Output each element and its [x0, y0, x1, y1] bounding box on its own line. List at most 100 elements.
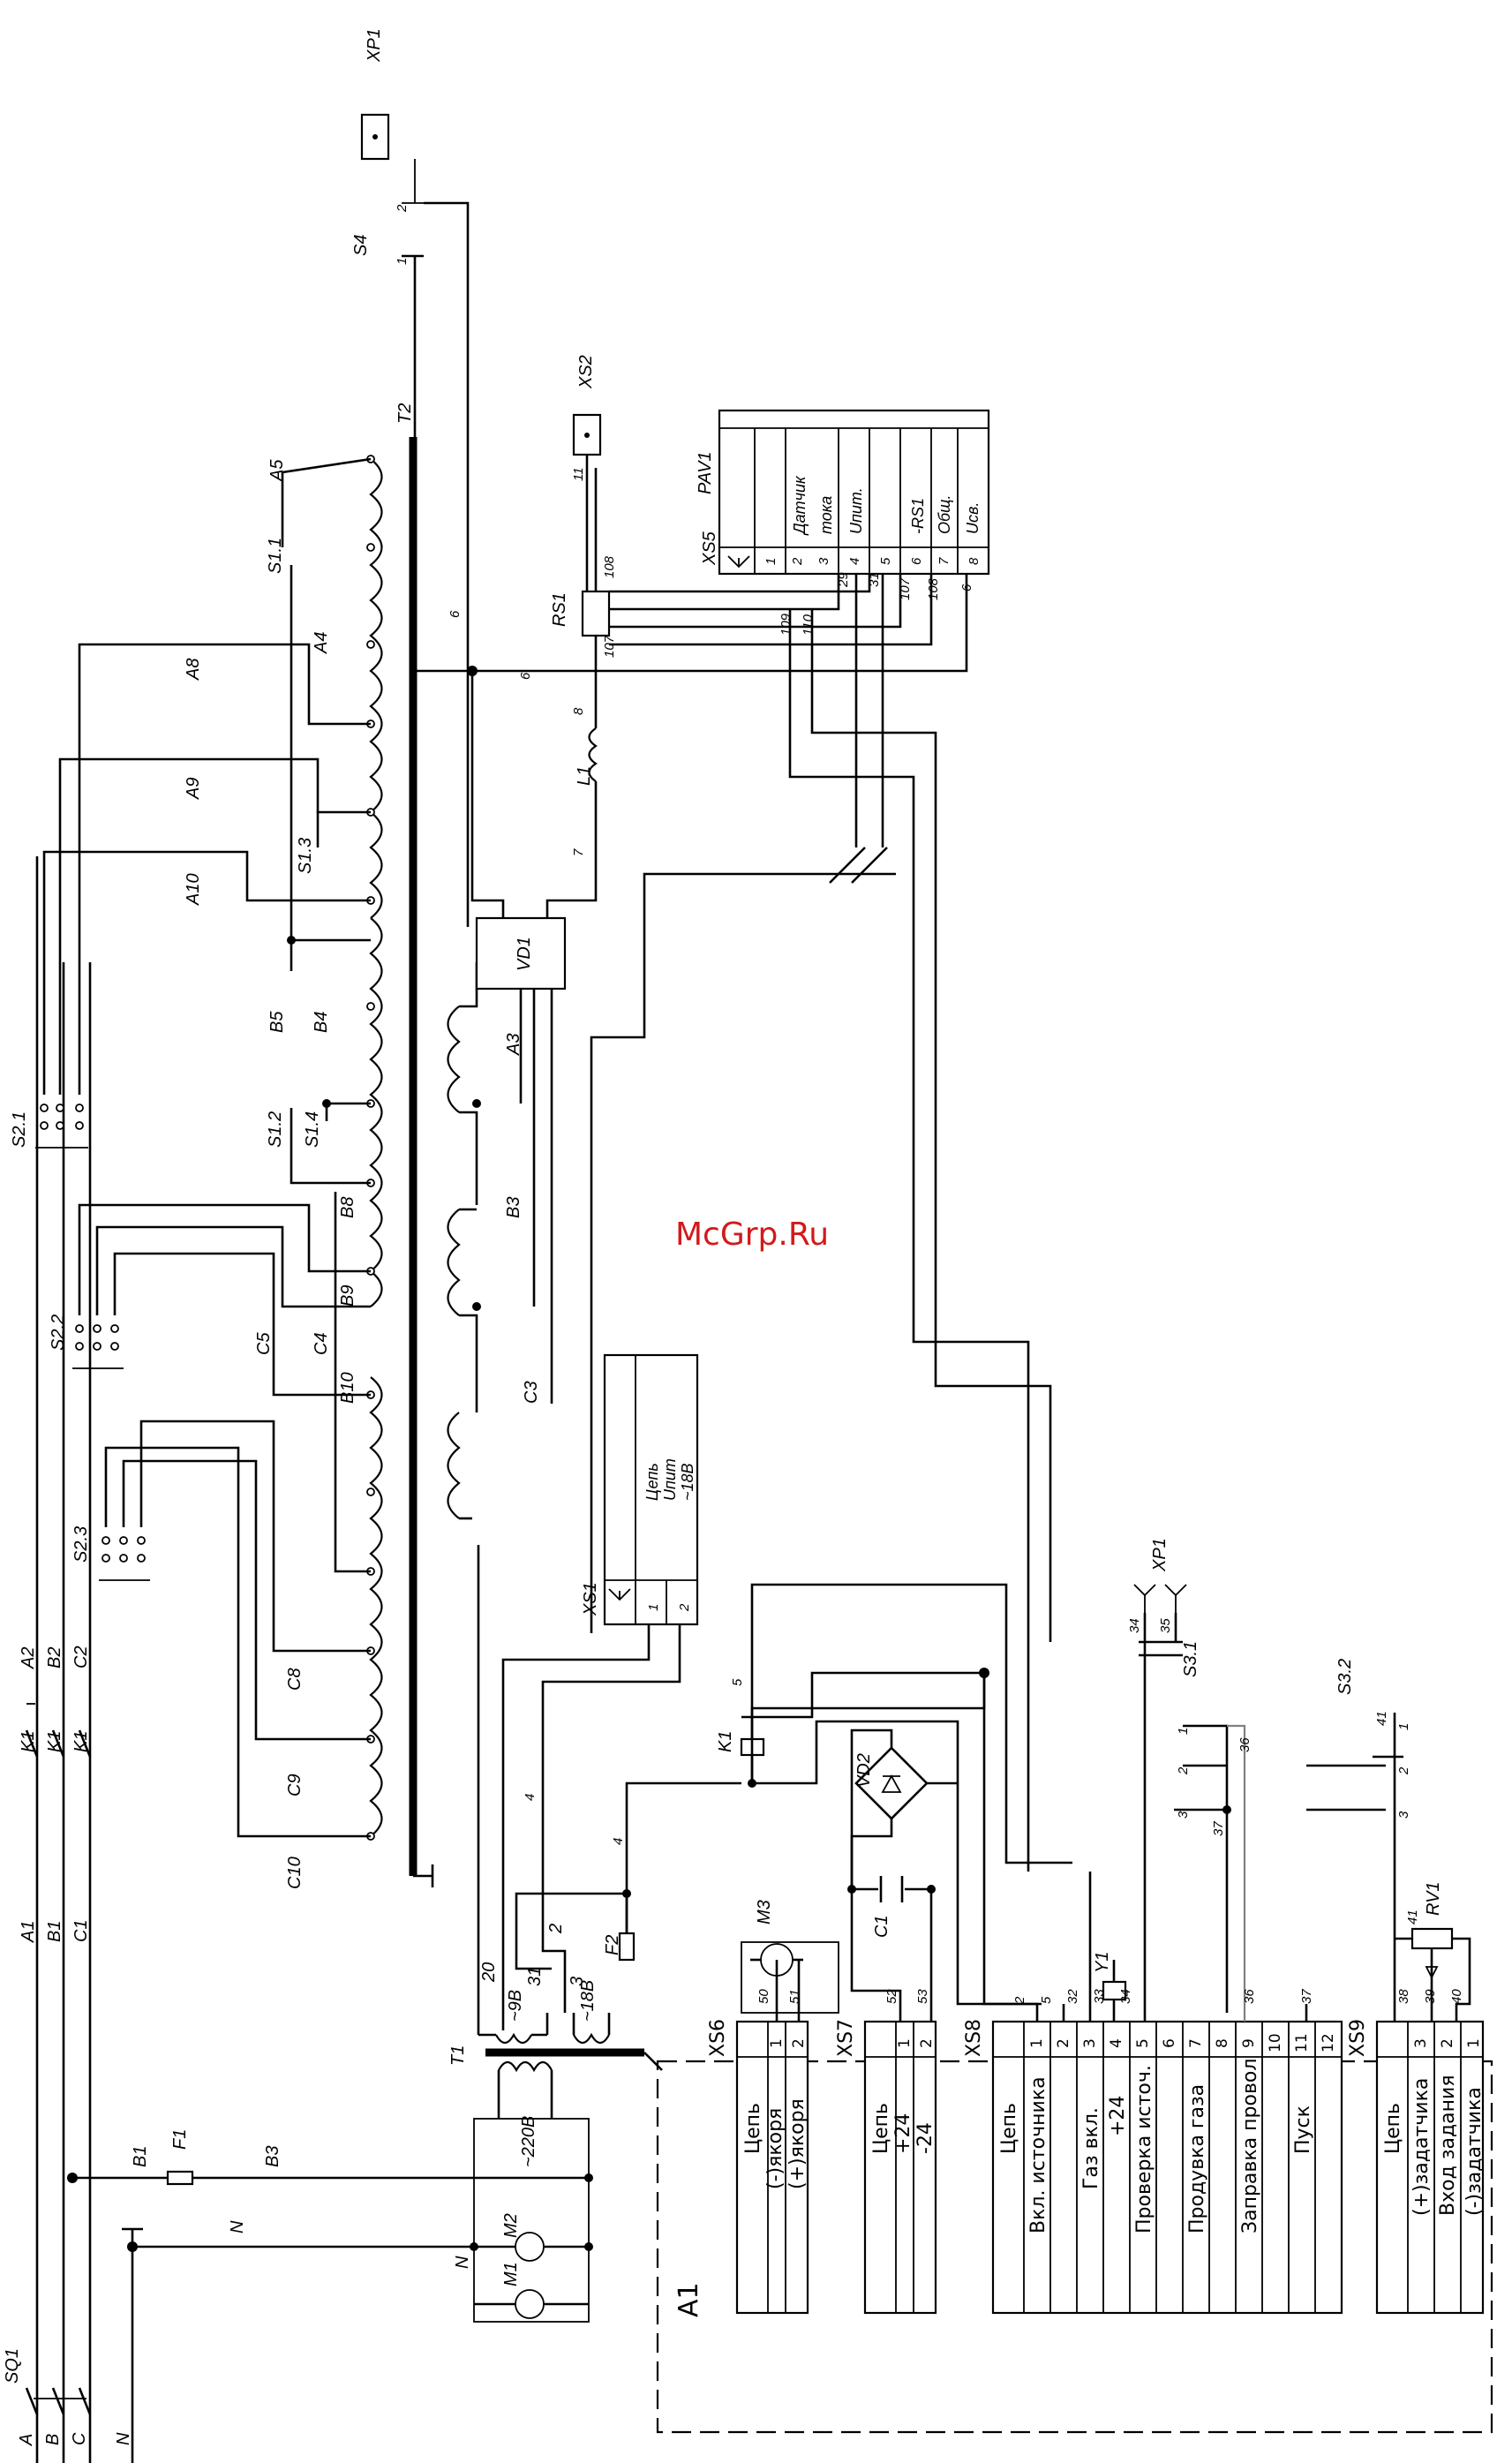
valve-y1 — [1102, 1960, 1127, 2013]
xs8-table — [991, 2020, 1343, 2315]
pav1-row-3: тока — [817, 496, 835, 534]
s31-pin-1: 1 — [1176, 1728, 1191, 1735]
xs8-row-5: Проверка источ. — [1133, 2065, 1155, 2233]
tap-b10: B10 — [338, 1372, 357, 1404]
tap-a9: A9 — [184, 778, 203, 800]
pav1-pin-6: 6 — [909, 557, 924, 565]
f1-label: F1 — [170, 2129, 190, 2150]
b3-supply-label: B3 — [263, 2146, 282, 2167]
fuse-f1 — [166, 2170, 194, 2186]
s4-label: S4 — [351, 235, 371, 256]
pav1-connector: XS5 — [700, 531, 719, 566]
t1-220v-label: ~220B — [519, 2116, 538, 2167]
wire-108-label: 108 — [602, 555, 617, 578]
module-a1 — [656, 2060, 1493, 2434]
pav1-pin-4: 4 — [847, 558, 862, 565]
wire-110-label: 110 — [801, 614, 816, 636]
xs8-row-1: Вкл. источника — [1027, 2076, 1049, 2233]
tap-c5: C5 — [254, 1332, 274, 1355]
xs9-wire-39: 39 — [1423, 1989, 1438, 2004]
sec-c3: C3 — [522, 1381, 541, 1404]
xs1-pin-2: 2 — [677, 1603, 692, 1612]
wire-6b-label: 6 — [518, 672, 533, 680]
xp1-mid-label: XP1 — [1150, 1538, 1170, 1572]
pav1-wire-6: 6 — [959, 584, 974, 591]
s3-switch — [1133, 1584, 1403, 2013]
wire-7-label: 7 — [571, 848, 586, 856]
secondary-circuit — [360, 113, 671, 1520]
xs7-table — [863, 2020, 937, 2315]
xs8-wire-5: 5 — [1039, 1996, 1054, 2004]
tap-c10: C10 — [285, 1857, 305, 1889]
xs8-pin-10: 10 — [1267, 2033, 1284, 2052]
xp1-top-label: XP1 — [365, 28, 384, 63]
m1-label: M1 — [501, 2262, 521, 2286]
xs9-table — [1375, 2020, 1485, 2315]
motor-section — [470, 2060, 593, 2323]
s12-label: S1.2 — [266, 1111, 285, 1148]
pav1-pin-8: 8 — [967, 557, 982, 565]
wire-1-label: 1 — [395, 258, 410, 265]
phase-n-label: N — [114, 2432, 133, 2445]
pav1-wire-29: 29 — [836, 572, 851, 588]
xs9-wire-40: 40 — [1449, 1989, 1464, 2004]
pav1-pin-2: 2 — [790, 557, 805, 566]
xs9-pin-3: 3 — [1412, 2038, 1430, 2048]
s22-label: S2.2 — [49, 1314, 68, 1351]
motor-n-label: N — [453, 2256, 472, 2269]
l1-label: L1 — [575, 766, 594, 786]
wire-6-label: 6 — [448, 610, 463, 618]
m3-label: M3 — [755, 1900, 774, 1924]
pav1-wire-108: 108 — [926, 577, 941, 600]
vd2-bridge — [847, 1729, 958, 2013]
t1-wire-3: 3 — [568, 1977, 587, 1986]
n-supply-label: N — [228, 2220, 247, 2233]
xs8-row-3: Газ вкл. — [1080, 2107, 1102, 2189]
xs8-wire-37: 37 — [1299, 1989, 1314, 2004]
line-c2-label: C2 — [71, 1646, 91, 1668]
wire-11-label: 11 — [571, 467, 586, 481]
watermark: McGrp.Ru — [675, 1216, 829, 1253]
xs7-wire-53: 53 — [915, 1989, 930, 2004]
xs8-wire-33: 33 — [1092, 1989, 1107, 2004]
s32-pin-3: 3 — [1396, 1811, 1411, 1819]
tap-switch-wiring — [42, 457, 372, 1838]
t1-9v-label: ~9B — [506, 1990, 525, 2022]
xs6-row-2: (+)якоря — [786, 2098, 809, 2189]
pav1-wire-31: 31 — [867, 572, 882, 587]
xs1-uint: Uпит — [661, 1458, 679, 1501]
xs9-label: XS9 — [1347, 2019, 1369, 2057]
s31-label: S3.1 — [1181, 1641, 1200, 1677]
xs8-wire-36: 36 — [1242, 1989, 1257, 2004]
s11-label: S1.1 — [266, 538, 285, 574]
xs7-pin-2: 2 — [918, 2038, 936, 2048]
b1-supply-label: B1 — [131, 2146, 150, 2167]
tap-c4: C4 — [312, 1332, 331, 1355]
pav1-row-6: -RS1 — [909, 498, 927, 534]
tap-b8: B8 — [338, 1197, 357, 1218]
xs9-row-2: Вход задания — [1437, 2075, 1459, 2216]
xs2-label: XS2 — [576, 355, 596, 389]
rv1-label: RV1 — [1424, 1881, 1443, 1916]
xs8-row-11: Пуск — [1292, 2105, 1314, 2154]
pav1-pin-3: 3 — [816, 557, 831, 565]
t1-wire-20: 20 — [479, 1962, 499, 1983]
wire-109-label: 109 — [779, 613, 794, 636]
wire-8-label: 8 — [571, 707, 586, 715]
wire-41-label: 41 — [1374, 1711, 1389, 1726]
xs8-pin-9: 9 — [1240, 2038, 1258, 2048]
pav1-row-4: Uпит. — [847, 487, 865, 534]
t1-label: T1 — [448, 2045, 468, 2066]
xs8-pin-2: 2 — [1055, 2038, 1072, 2048]
xs7-wire-52: 52 — [884, 1989, 899, 2004]
line-c1-label: C1 — [71, 1919, 91, 1942]
k1-contact-label-c: K1 — [71, 1731, 91, 1752]
s2-switch-blocks — [35, 1103, 150, 1581]
xs8-pin-11: 11 — [1293, 2033, 1311, 2052]
k1-contact-label-b: K1 — [45, 1731, 64, 1752]
a1-label: A1 — [673, 2282, 704, 2317]
k1-relay-label: K1 — [716, 1731, 735, 1752]
xs6-pin-2: 2 — [790, 2038, 808, 2048]
tap-b9: B9 — [338, 1285, 357, 1307]
